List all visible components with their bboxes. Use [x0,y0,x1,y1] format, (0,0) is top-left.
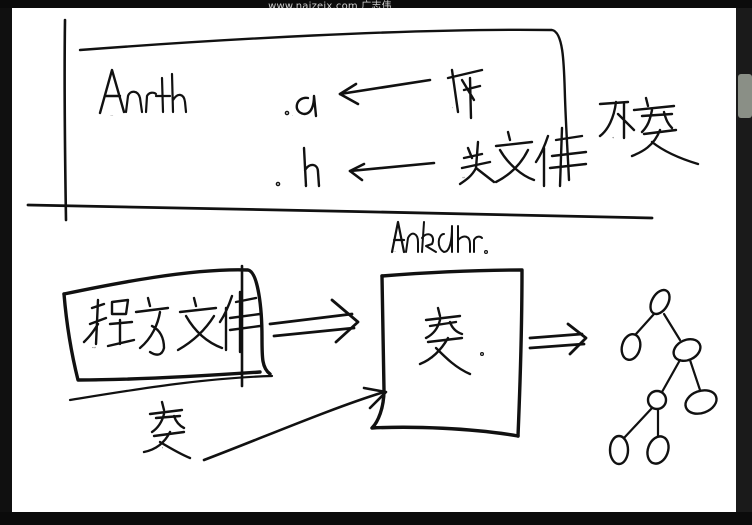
middle-box-label: 变 [418,306,485,376]
unchanged-note-text: 不变 [612,136,614,139]
tree-diagram [608,288,718,466]
change-note: 变 [142,386,388,462]
middle-box-label-text: 变 [432,356,433,359]
top-box-title-text: Anrdh [110,115,113,117]
header-row: .h 头文件 [275,126,588,188]
double-arrow-2 [528,322,588,356]
middle-box [370,268,524,438]
lib-ext: .a [292,115,293,117]
change-note-text: 变 [162,446,163,449]
program-file-box [62,264,274,402]
header-ext: .h [304,185,305,187]
program-file-label-text: 程序文件 [92,346,96,349]
watermark: www.naizeix.com 广志伟 [268,1,392,12]
middle-box-title: AnRdhr. [390,220,489,255]
top-box-title: Anrdh [98,68,188,117]
program-file-label: 程序文件 [82,290,262,356]
double-arrow-1 [268,298,360,344]
right-edge [736,8,752,512]
whiteboard-drawing: Anrdh .a 库 .h 头文件 不变 [26,18,718,466]
scroll-thumb[interactable] [738,74,752,118]
lib-label: 库 [452,106,453,109]
middle-box-title-text: AnRdhr. [392,251,397,253]
header-label: 头文件 [462,176,465,179]
top-box [26,18,654,222]
unchanged-note: 不变 [598,96,700,166]
bottom-bar [0,512,752,525]
whiteboard-canvas: Anrdh .a 库 .h 头文件 不变 [12,8,736,512]
left-edge [0,8,12,512]
lib-row: .a 库 [284,68,484,120]
top-bar: www.naizeix.com 广志伟 [0,0,752,12]
